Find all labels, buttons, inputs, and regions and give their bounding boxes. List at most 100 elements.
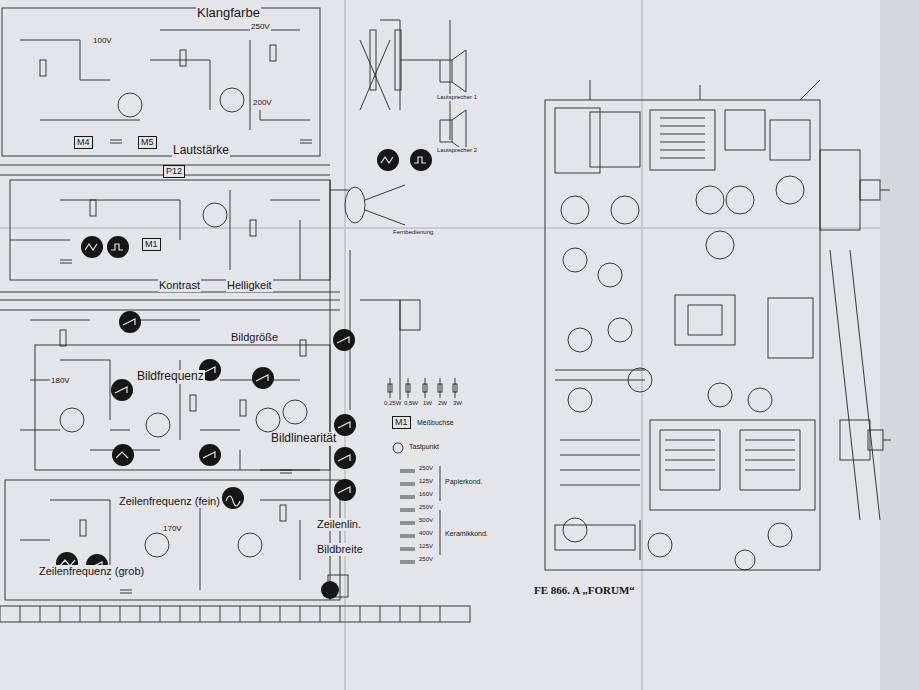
component-symbols <box>238 533 262 557</box>
chassis-drawing <box>568 388 592 412</box>
test-point-box: M5 <box>138 136 157 149</box>
schematic-label: 2W <box>437 400 448 407</box>
component-symbols <box>220 88 244 112</box>
component-symbols <box>438 384 442 392</box>
component-symbols <box>345 187 365 223</box>
schematic-label: 180V <box>50 376 71 385</box>
chassis-drawing <box>545 80 891 570</box>
schematic-label: Meßbuchse <box>416 419 455 427</box>
component-symbols <box>283 400 307 424</box>
schematic-label: 170V <box>162 524 183 533</box>
chassis-drawing <box>568 328 592 352</box>
component-symbols <box>440 466 441 555</box>
schematic-label: Zeilenfrequenz (grob) <box>38 565 145 578</box>
schematic-label: Fernbedienung <box>392 229 434 236</box>
chassis-drawing <box>860 180 880 200</box>
component-symbols <box>40 30 466 597</box>
schematic-label: 200V <box>252 98 273 107</box>
chassis-drawing <box>611 196 639 224</box>
schematic-label: Lautstärke <box>172 144 230 158</box>
test-point-box: M4 <box>74 136 93 149</box>
chassis-drawing <box>840 420 870 460</box>
chassis-drawing <box>820 150 860 230</box>
component-symbols <box>440 50 466 152</box>
paper-fold <box>641 0 643 690</box>
chassis-drawing <box>561 196 589 224</box>
circuit-wiring <box>20 606 440 622</box>
chassis-drawing <box>555 525 635 550</box>
schematic-label: Lautsprecher 1 <box>436 94 478 101</box>
oscillogram-icon <box>410 149 432 171</box>
chassis-drawing <box>555 370 645 485</box>
circuit-wiring <box>35 345 330 470</box>
oscillogram-icon <box>321 581 339 599</box>
test-point-box: P12 <box>163 165 185 178</box>
oscillogram-icon <box>112 444 134 466</box>
component-symbols <box>118 93 142 117</box>
schematic-label: Lautsprecher 2 <box>436 147 478 154</box>
paper-fold <box>880 0 919 690</box>
schematic-label: 0,25W <box>383 400 402 407</box>
schematic-label: Bildfrequenz <box>136 370 205 384</box>
circuit-wiring <box>20 110 310 430</box>
schematic-label: 500V <box>418 517 434 524</box>
chassis-drawing <box>776 176 804 204</box>
circuit-wiring <box>0 292 340 293</box>
component-symbols <box>395 30 401 90</box>
test-point-box: M1 <box>142 238 161 251</box>
waveform <box>60 157 426 568</box>
schematic-label: 0,5W <box>403 400 419 407</box>
chassis-drawing <box>868 430 883 450</box>
chassis-drawing <box>660 118 705 158</box>
oscillogram-icon <box>56 149 432 599</box>
chassis-drawing <box>726 186 754 214</box>
schematic-label: 125V <box>418 543 434 550</box>
schematic-label: 250V <box>418 504 434 511</box>
paper-fold <box>0 227 919 229</box>
schematic-label: Klangfarbe <box>196 6 261 21</box>
circuit-wiring <box>0 8 470 622</box>
circuit-wiring <box>0 300 340 301</box>
chassis-drawing <box>650 110 715 170</box>
schematic-label: 160V <box>418 491 434 498</box>
schematic-label: 100V <box>92 36 113 45</box>
component-symbols <box>180 50 186 66</box>
component-symbols <box>365 185 405 225</box>
schematic-label: 3W <box>452 400 463 407</box>
chassis-drawing <box>563 518 587 542</box>
chassis-drawing <box>648 533 672 557</box>
component-symbols <box>40 60 46 76</box>
chassis-drawing <box>590 112 640 167</box>
schematic-label: Keramikkond. <box>444 530 489 538</box>
schematic-label: 250V <box>418 465 434 472</box>
component-symbols <box>190 395 196 411</box>
schematic-label: Bildgröße <box>230 331 279 344</box>
component-symbols <box>240 400 246 416</box>
component-symbols <box>146 413 170 437</box>
chassis-drawing <box>725 110 765 150</box>
caption: FE 866. A „FORUM“ <box>533 584 636 597</box>
component-symbols <box>270 45 276 61</box>
chassis-drawing <box>708 383 732 407</box>
circuit-wiring <box>10 20 450 600</box>
schematic-label: 250V <box>250 22 271 31</box>
chassis-drawing <box>735 550 755 570</box>
waveform <box>60 157 426 568</box>
chassis-drawing <box>660 430 800 490</box>
chassis-drawing <box>696 186 724 214</box>
schematic-label: Bildbreite <box>316 543 364 556</box>
component-symbols <box>393 443 403 453</box>
schematic-label: 250V <box>418 556 434 563</box>
chassis-drawing <box>688 305 722 335</box>
test-point-label: M4 <box>77 137 90 147</box>
component-symbols <box>90 200 96 216</box>
component-symbols <box>203 203 227 227</box>
schematic-label: Kontrast <box>158 279 201 292</box>
component-symbols <box>145 533 169 557</box>
chassis-drawing <box>598 263 622 287</box>
component-symbols <box>390 378 455 398</box>
component-symbols <box>250 220 256 236</box>
circuit-wiring <box>10 180 330 280</box>
